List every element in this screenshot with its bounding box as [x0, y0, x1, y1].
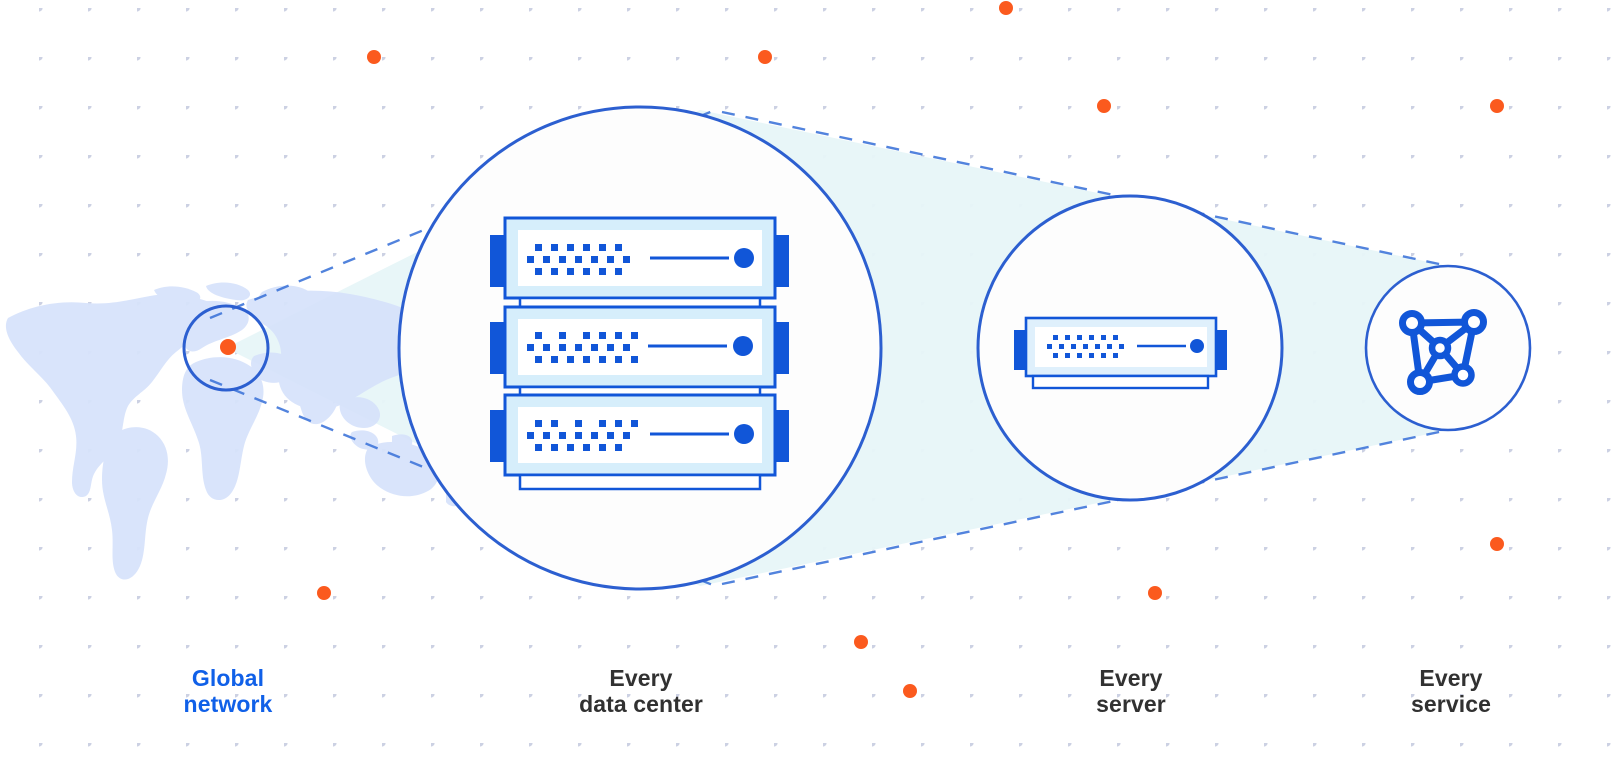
stage-label-data-center: Every data center: [579, 665, 703, 717]
status-light-icon: [734, 424, 754, 444]
server-rack-unit: [490, 393, 789, 491]
highlight-dot: [903, 684, 917, 698]
server-rack-unit: [490, 216, 789, 312]
highlight-dot: [1148, 586, 1162, 600]
stage-label-global-network: Global network: [183, 665, 273, 717]
network-graph-icon: [1399, 309, 1487, 395]
highlight-dots: [317, 1, 1504, 698]
highlight-dot: [999, 1, 1013, 15]
map-marker-icon: [220, 339, 236, 355]
highlight-dot: [1097, 99, 1111, 113]
status-light-icon: [734, 248, 754, 268]
highlight-dot: [758, 50, 772, 64]
highlight-dot: [1490, 99, 1504, 113]
status-light-icon: [1190, 339, 1204, 353]
highlight-dot: [317, 586, 331, 600]
highlight-dot: [1490, 537, 1504, 551]
highlight-dot: [854, 635, 868, 649]
single-server-icon: [1014, 316, 1227, 390]
server-rack-icon: [490, 216, 789, 491]
global-focus-circle: [182, 304, 270, 392]
highlight-dot: [367, 50, 381, 64]
stage-label-service: Every service: [1411, 665, 1491, 717]
stage-label-server: Every server: [1096, 665, 1166, 717]
server-rack-unit: [490, 305, 789, 401]
status-light-icon: [733, 336, 753, 356]
